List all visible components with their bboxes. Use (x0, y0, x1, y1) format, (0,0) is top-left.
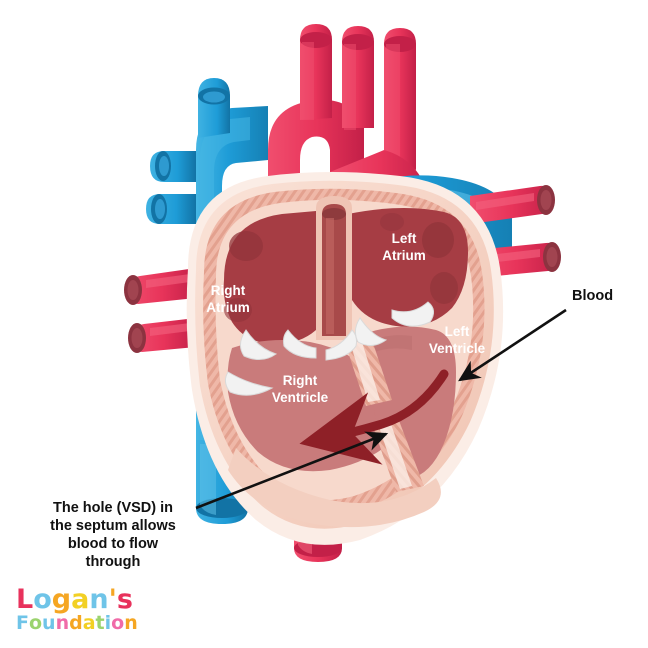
logo-letter: a (82, 612, 96, 634)
logo-letter: n (89, 584, 109, 615)
septum-upper-highlight (350, 342, 380, 402)
logo-letter: F (16, 612, 29, 634)
logo-letter: a (71, 584, 90, 615)
la-texture-1 (422, 222, 454, 258)
logo-letter: L (16, 584, 34, 615)
heart-body-group (186, 172, 504, 545)
logo-letter: u (42, 612, 56, 634)
logo-letter: s (116, 584, 133, 615)
vena-cava-branch-lower-left (128, 318, 196, 353)
svg-text:Left: Left (445, 324, 470, 339)
logo-letter: i (104, 612, 112, 634)
svg-text:Ventricle: Ventricle (272, 390, 329, 405)
vsd-leader-line (195, 431, 389, 510)
pulmonary-vein-upper-right (470, 185, 555, 224)
vsd-shunt-flow-arrow (299, 369, 449, 465)
septal-column-highlight (326, 218, 334, 334)
ra-texture-1 (229, 231, 263, 261)
logo-letter: d (69, 612, 83, 634)
blood-leader-line (458, 308, 567, 382)
logo-letter: g (51, 584, 72, 615)
logo-letter: n (124, 612, 138, 634)
chamber-label-right-ventricle: Right Ventricle (272, 373, 329, 405)
logo-letter: o (28, 612, 43, 634)
svc-branch-mid (150, 151, 196, 182)
svg-text:Right: Right (283, 373, 318, 388)
valves-group (224, 301, 434, 396)
logo-letter: o (111, 612, 125, 634)
vena-cava-branch-upper-left (124, 268, 196, 305)
callout-vsd-note: The hole (VSD) in the septum allows bloo… (50, 500, 176, 570)
la-texture-2 (430, 272, 458, 304)
logo-letter: n (55, 612, 70, 634)
svg-text:through: through (86, 554, 141, 570)
chamber-label-left-atrium: Left Atrium (382, 231, 426, 263)
logo-letter: o (33, 584, 52, 615)
svg-text:Atrium: Atrium (206, 300, 250, 315)
chamber-label-right-atrium: Right Atrium (206, 283, 250, 315)
callout-blood: Blood (572, 288, 613, 304)
apex-wall (228, 448, 441, 528)
svg-text:The hole (VSD) in: The hole (VSD) in (53, 500, 173, 516)
svg-text:the septum allows: the septum allows (50, 518, 176, 534)
la-texture-3 (380, 213, 404, 231)
left-atrium-chamber (348, 207, 468, 327)
ra-texture-2 (224, 298, 252, 322)
svg-text:Blood: Blood (572, 288, 613, 304)
svc-branch-low (146, 194, 196, 224)
chamber-labels-group: Right Atrium Left Atrium Right Ventricle… (206, 231, 485, 405)
svg-text:blood to flow: blood to flow (68, 536, 159, 552)
logo-letter: ' (108, 584, 117, 615)
svg-text:Ventricle: Ventricle (429, 341, 486, 356)
svg-text:Right: Right (211, 283, 246, 298)
chamber-label-left-ventricle: Left Ventricle (429, 324, 486, 356)
svg-text:Left: Left (392, 231, 417, 246)
logo-letter: t (95, 612, 105, 634)
septal-column-opening (322, 208, 346, 220)
svg-text:Atrium: Atrium (382, 248, 426, 263)
svc-branch-top (198, 78, 230, 138)
